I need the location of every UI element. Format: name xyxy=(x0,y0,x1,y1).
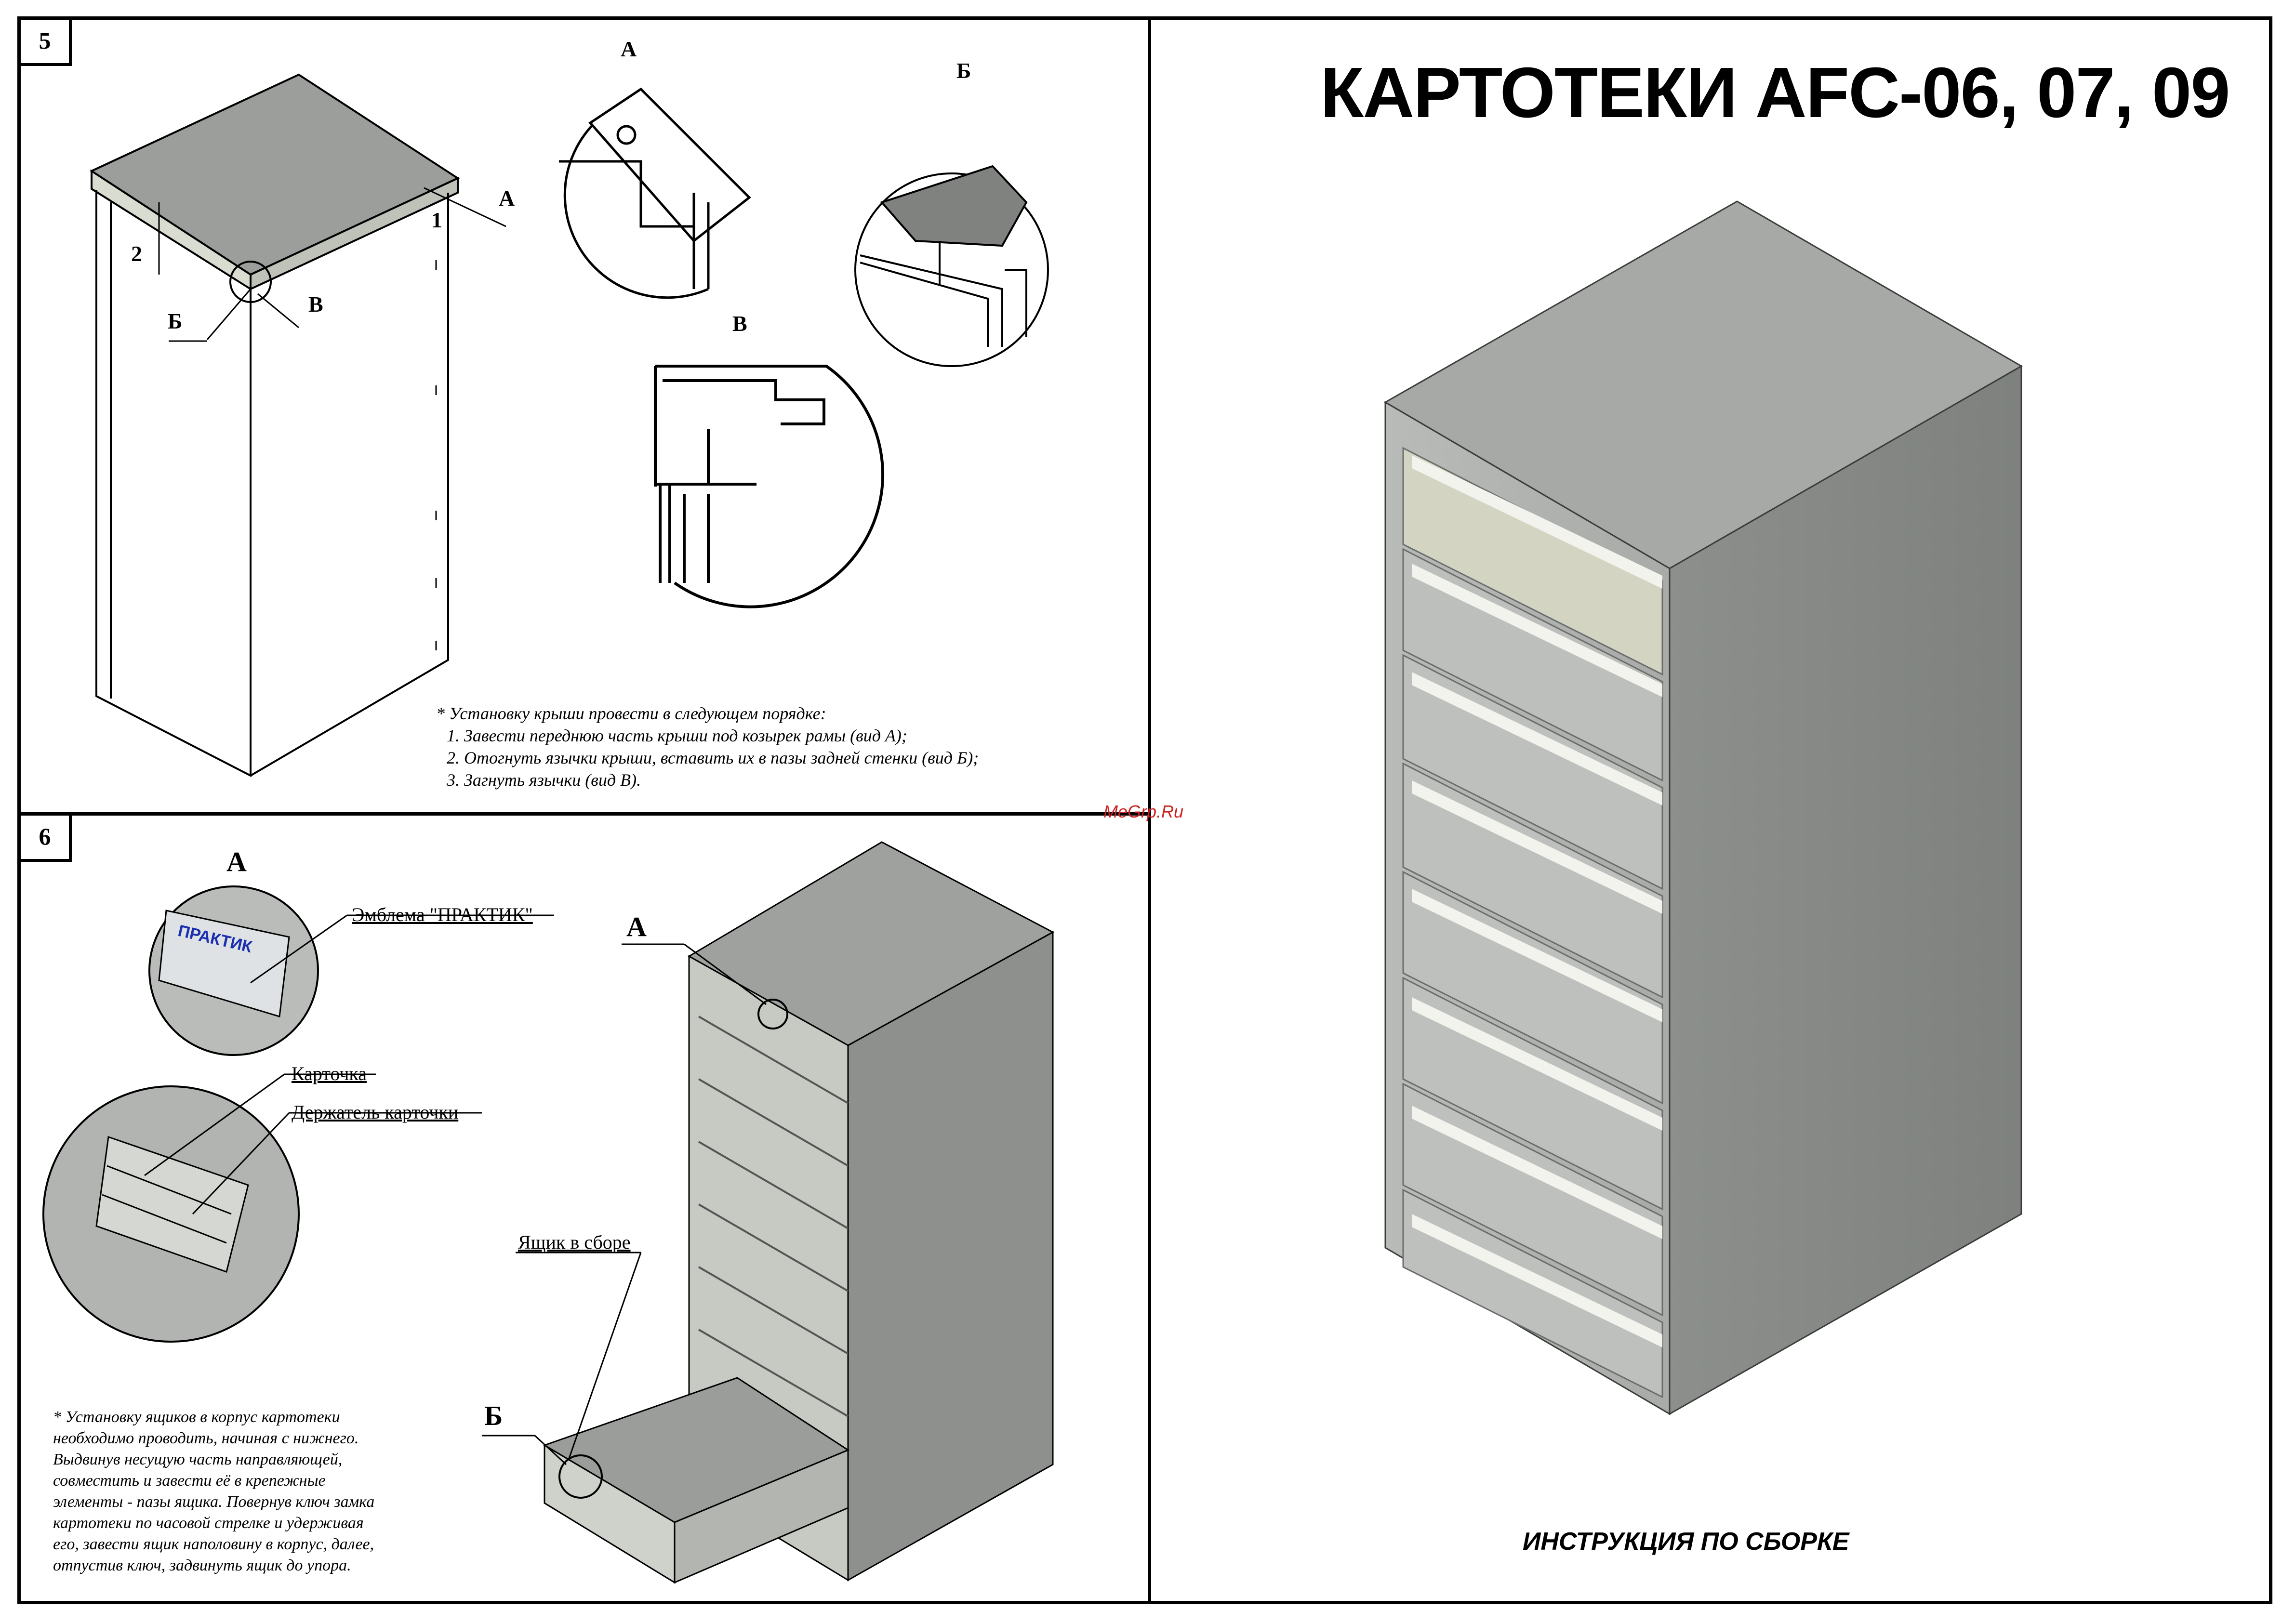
step5-note-line: * Установку крыши провести в следующем п… xyxy=(436,704,826,723)
step5-label-v: В xyxy=(308,292,323,317)
step5-note-line: 2. Отогнуть язычки крыши, вставить их в … xyxy=(447,748,979,767)
step5-label-b: Б xyxy=(168,309,183,333)
emblem-callout: Эмблема "ПРАКТИК" xyxy=(352,904,533,925)
step6-note-line: * Установку ящиков в корпус картотеки xyxy=(53,1408,340,1426)
step6-note-line: его, завести ящик наполовину в корпус, д… xyxy=(53,1535,374,1553)
step6-cabinet xyxy=(543,841,1055,1584)
watermark: MeGrp.Ru xyxy=(1103,802,1184,821)
drawer-callout: Ящик в сборе xyxy=(518,1231,631,1253)
card-holder-callout: Держатель карточки xyxy=(292,1101,459,1123)
step6-label-b: Б xyxy=(484,1400,503,1431)
step6-note-line: отпустив ключ, задвинуть ящик до упора. xyxy=(53,1557,351,1574)
step5-note-line: 1. Завести переднюю часть крыши под козы… xyxy=(447,726,907,745)
step6-note-line: совместить и завести её в крепежные xyxy=(53,1472,326,1490)
vertical-divider xyxy=(1148,16,1151,1604)
step5-detail-b-title: Б xyxy=(956,58,971,83)
page-subtitle: ИНСТРУКЦИЯ ПО СБОРКЕ xyxy=(1523,1528,1849,1556)
step6-detail-card-holder xyxy=(42,1073,482,1343)
step-5-number: 5 xyxy=(21,20,72,66)
step6-note: * Установку ящиков в корпус картотеки не… xyxy=(53,1407,374,1576)
step6-note-line: необходимо проводить, начиная с нижнего. xyxy=(53,1429,359,1447)
page-title: КАРТОТЕКИ AFC-06, 07, 09 xyxy=(1320,53,2230,132)
step5-label-1: 1 xyxy=(431,208,442,232)
step5-detail-v-title: В xyxy=(732,311,747,336)
step6-leaders xyxy=(482,943,767,1465)
step6-note-line: картотеки по часовой стрелке и удерживая xyxy=(53,1514,364,1532)
step6-detail-a-title: А xyxy=(226,846,247,877)
horizontal-divider xyxy=(17,812,1150,816)
step5-detail-b xyxy=(854,165,1049,367)
step-6-number: 6 xyxy=(21,816,72,862)
step5-cabinet xyxy=(89,73,506,778)
step5-label-a: А xyxy=(499,186,515,211)
step5-detail-v xyxy=(654,365,885,608)
step6-label-a: А xyxy=(626,911,647,942)
step5-detail-a xyxy=(559,87,751,299)
sheet-frame xyxy=(17,16,2272,1604)
card-callout: Карточка xyxy=(292,1063,367,1084)
step6-detail-emblem xyxy=(148,885,554,1056)
step5-detail-a-title: А xyxy=(621,37,637,61)
step5-note: * Установку крыши провести в следующем п… xyxy=(436,702,979,791)
step6-note-line: элементы - пазы ящика. Повернув ключ зам… xyxy=(53,1493,375,1511)
step5-note-line: 3. Загнуть язычки (вид В). xyxy=(447,770,641,790)
step5-label-2: 2 xyxy=(131,241,142,266)
main-cabinet xyxy=(1384,200,2023,1415)
step6-note-line: Выдвинув несущую часть направляющей, xyxy=(53,1451,343,1468)
